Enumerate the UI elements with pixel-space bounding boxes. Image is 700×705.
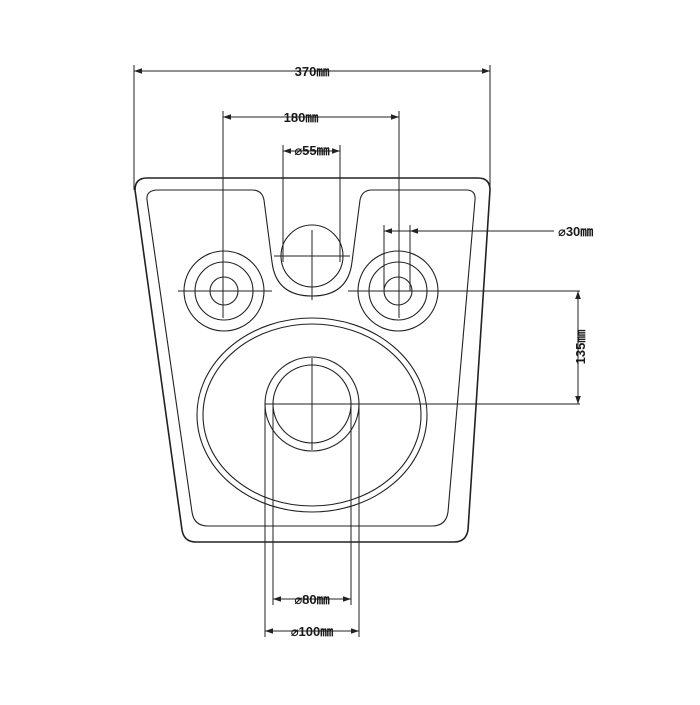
inner-body-outline bbox=[146, 189, 476, 527]
bolt-hole-diameter-label: ⌀30㎜ bbox=[558, 224, 593, 239]
vertical-offset-label: 135㎜ bbox=[573, 330, 588, 365]
total-width-label: 370㎜ bbox=[295, 64, 330, 79]
bolt-spacing-label: 180㎜ bbox=[284, 110, 319, 125]
outlet-inner-diameter-label: ⌀80㎜ bbox=[294, 592, 329, 607]
outer-body-outline bbox=[134, 177, 491, 543]
outlet-outer-diameter-label: ⌀100㎜ bbox=[291, 624, 334, 639]
inlet-diameter-label: ⌀55㎜ bbox=[294, 143, 329, 158]
bowl-inner bbox=[202, 323, 422, 507]
bowl-outer bbox=[196, 317, 428, 513]
